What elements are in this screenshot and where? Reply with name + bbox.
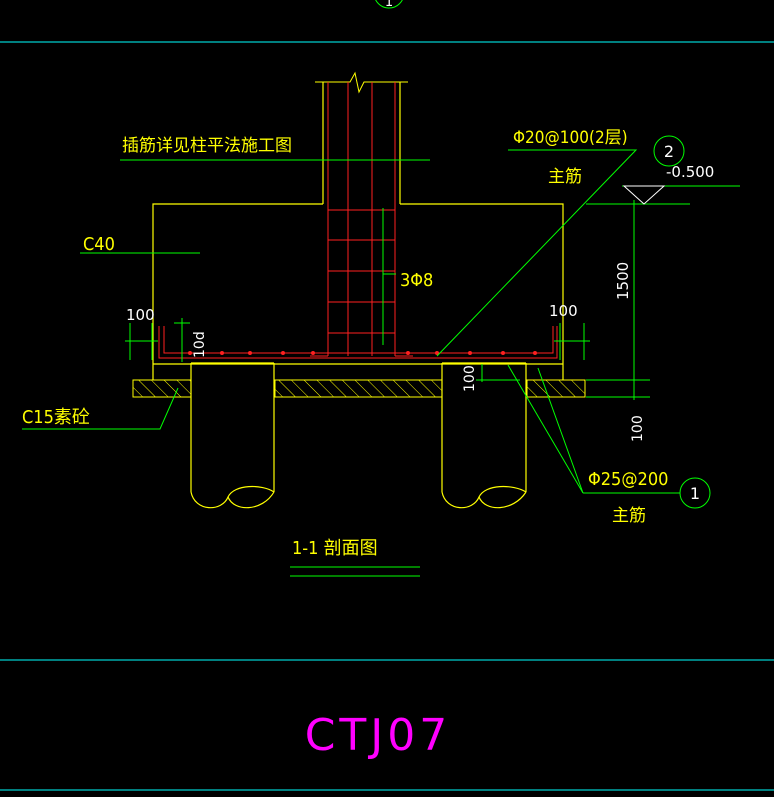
pile-left xyxy=(190,362,275,509)
concrete-grade-label: C40 xyxy=(83,234,115,255)
dowel-note-label: 插筋详见柱平法施工图 xyxy=(122,136,292,156)
callout-label-2: 2 xyxy=(664,142,674,161)
sheet-code: CTJ07 xyxy=(305,710,452,761)
bottom-rebar-role-label: 主筋 xyxy=(612,506,646,526)
stirrup-label: 3Φ8 xyxy=(400,270,433,291)
dim-cover-left: 100 xyxy=(126,306,155,324)
bottom-mat-rebar xyxy=(158,326,558,359)
footing-outline xyxy=(152,71,564,380)
dimension-lines xyxy=(125,185,740,400)
blinding-label: C15素砼 xyxy=(22,407,90,428)
bottom-rebar-label: Φ25@200 xyxy=(588,469,668,490)
top-rebar-role-label: 主筋 xyxy=(548,167,582,187)
section-title: 1-1 剖面图 xyxy=(292,538,378,559)
dim-blinding-thickness: 100 xyxy=(630,415,646,442)
callout-label-1: 1 xyxy=(690,484,700,503)
callout-circle-2: 2 xyxy=(653,135,685,167)
hook-length-label: 10d xyxy=(192,331,208,358)
blinding-layer xyxy=(132,379,586,398)
pile-right xyxy=(441,362,527,509)
rebar-dots xyxy=(188,351,537,355)
elevation-marker-icon xyxy=(622,185,666,205)
dim-cover-right: 100 xyxy=(549,302,578,320)
dim-pile-embed: 100 xyxy=(462,365,478,392)
elevation-label: -0.500 xyxy=(666,163,714,181)
column-rebar xyxy=(310,82,413,357)
callout-label-top: 1 xyxy=(385,0,393,10)
top-rebar-label: Φ20@100(2层) xyxy=(513,128,628,148)
callout-circle-1: 1 xyxy=(679,477,711,509)
dim-depth: 1500 xyxy=(614,262,632,300)
leader-lines xyxy=(22,149,680,577)
sheet-frame xyxy=(0,41,774,791)
callout-circle-top: 1 xyxy=(375,0,403,10)
